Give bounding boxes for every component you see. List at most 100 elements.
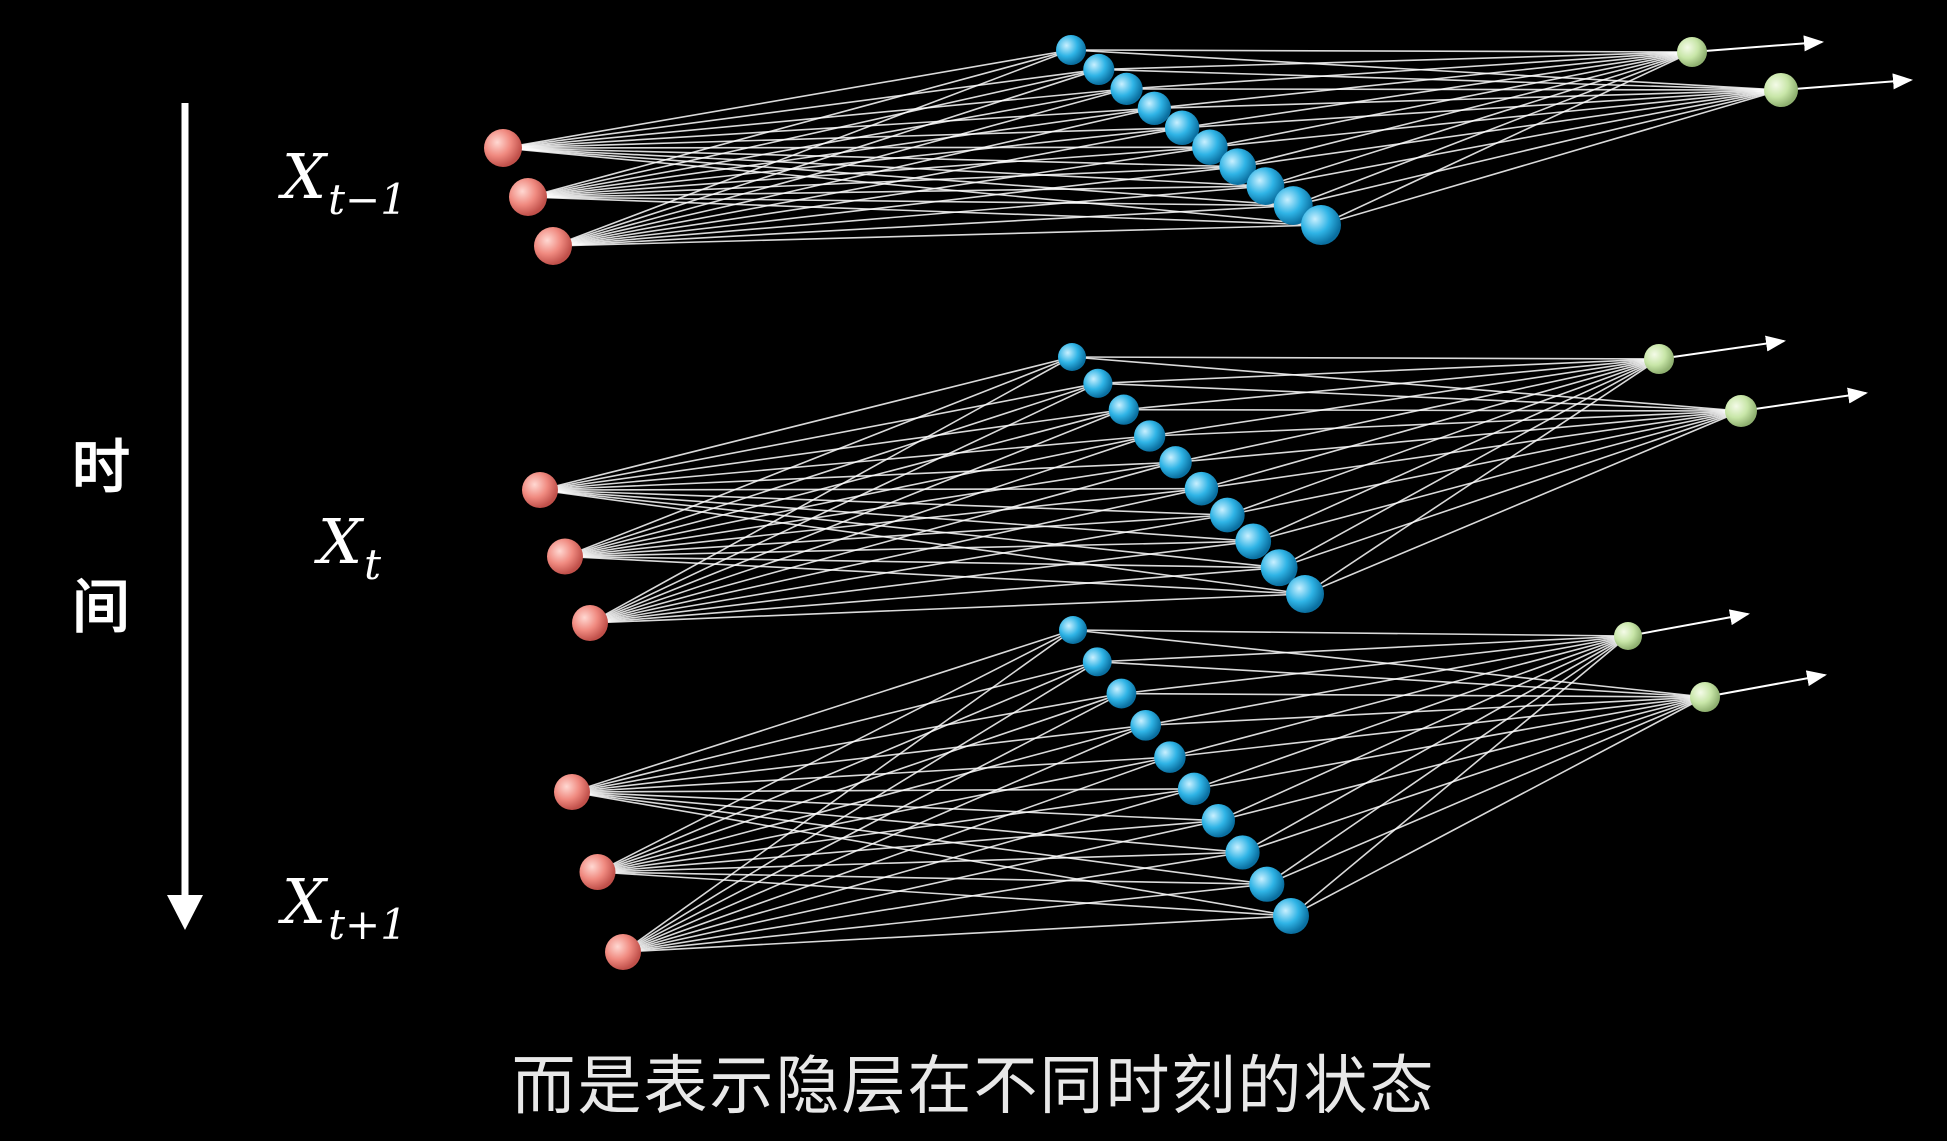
input-node bbox=[522, 472, 558, 508]
hidden-node bbox=[1177, 772, 1211, 806]
output-arrow bbox=[1627, 609, 1750, 637]
hidden-output-connection bbox=[1145, 635, 1629, 727]
hidden-output-connection bbox=[1149, 358, 1660, 437]
input-hidden-connection bbox=[539, 408, 1124, 491]
hidden-output-connection bbox=[1304, 358, 1660, 595]
input-hidden-connection bbox=[564, 356, 1073, 558]
input-node bbox=[547, 538, 583, 575]
hidden-output-connection bbox=[1182, 89, 1782, 129]
input-hidden-connection bbox=[502, 68, 1099, 149]
input-hidden-connection bbox=[622, 724, 1146, 953]
hidden-output-connection bbox=[1193, 696, 1706, 790]
hidden-node bbox=[1301, 205, 1341, 245]
hidden-output-connection bbox=[1097, 635, 1629, 663]
hidden-output-connection bbox=[1265, 89, 1782, 187]
hidden-output-connection bbox=[1126, 88, 1782, 91]
input-hidden-connection bbox=[571, 661, 1098, 793]
hidden-output-connection bbox=[1175, 410, 1742, 464]
input-hidden-connection bbox=[589, 514, 1228, 624]
input-hidden-connection bbox=[527, 49, 1072, 198]
output-node bbox=[1677, 37, 1707, 67]
input-hidden-connection bbox=[622, 756, 1171, 953]
input-hidden-connection bbox=[552, 88, 1127, 247]
hidden-output-connection bbox=[1253, 410, 1742, 543]
input-hidden-connection bbox=[571, 791, 1243, 854]
input-hidden-connection bbox=[597, 629, 1074, 873]
input-hidden-connection bbox=[597, 851, 1243, 873]
time-axis-label-char-1: 时 bbox=[72, 433, 131, 501]
input-node bbox=[605, 934, 641, 970]
input-hidden-connection bbox=[622, 629, 1074, 953]
input-hidden-connection bbox=[571, 788, 1195, 793]
input-hidden-connection bbox=[552, 107, 1155, 247]
hidden-output-connection bbox=[1290, 635, 1629, 917]
input-hidden-connection bbox=[564, 487, 1202, 558]
hidden-output-connection bbox=[1252, 358, 1660, 543]
layer-label-subscript: t−1 bbox=[328, 175, 407, 224]
input-hidden-connection bbox=[564, 514, 1228, 558]
input-hidden-connection bbox=[622, 915, 1292, 953]
input-hidden-connection bbox=[571, 791, 1292, 917]
hidden-node bbox=[1184, 471, 1219, 506]
output-node bbox=[1690, 682, 1720, 712]
hidden-node bbox=[1219, 148, 1256, 186]
input-hidden-connection bbox=[539, 461, 1176, 491]
input-hidden-connection bbox=[622, 819, 1219, 953]
input-hidden-connection bbox=[552, 204, 1294, 247]
input-hidden-connection bbox=[597, 788, 1195, 873]
hidden-node bbox=[1154, 741, 1186, 773]
hidden-node bbox=[1201, 804, 1236, 838]
hidden-output-connection bbox=[1209, 89, 1782, 149]
hidden-output-connection bbox=[1201, 358, 1660, 490]
input-hidden-connection bbox=[539, 435, 1150, 491]
hidden-output-connection bbox=[1123, 408, 1742, 412]
hidden-output-connection bbox=[1278, 358, 1660, 569]
hidden-output-connection bbox=[1123, 358, 1660, 411]
hidden-output-connection bbox=[1175, 358, 1660, 464]
hidden-output-connection bbox=[1266, 696, 1706, 885]
input-hidden-connection bbox=[589, 461, 1176, 624]
input-hidden-connection bbox=[527, 185, 1266, 198]
input-hidden-connection bbox=[527, 146, 1210, 198]
input-hidden-connection bbox=[502, 49, 1072, 149]
hidden-node bbox=[1082, 647, 1112, 677]
hidden-node bbox=[1235, 523, 1272, 560]
hidden-node bbox=[1273, 898, 1309, 934]
output-node bbox=[1644, 344, 1674, 374]
input-hidden-connection bbox=[589, 540, 1254, 624]
input-hidden-connection bbox=[539, 356, 1073, 491]
input-hidden-connection bbox=[622, 883, 1267, 953]
input-hidden-connection bbox=[564, 555, 1280, 569]
input-hidden-connection bbox=[571, 791, 1219, 822]
input-hidden-connection bbox=[552, 126, 1183, 247]
hidden-output-connection bbox=[1320, 51, 1693, 226]
network-layer-3 bbox=[554, 609, 1827, 970]
hidden-node bbox=[1210, 497, 1245, 533]
hidden-output-connection bbox=[1304, 410, 1742, 595]
input-hidden-connection bbox=[622, 661, 1098, 953]
hidden-node bbox=[1056, 35, 1086, 65]
hidden-node bbox=[1260, 549, 1298, 587]
hidden-output-connection bbox=[1097, 660, 1706, 698]
hidden-output-connection bbox=[1154, 51, 1693, 110]
input-hidden-connection bbox=[597, 819, 1219, 873]
hidden-node bbox=[1273, 186, 1313, 225]
input-hidden-connection bbox=[589, 435, 1150, 624]
input-hidden-connection bbox=[502, 126, 1183, 149]
layer-label-subscript: t bbox=[364, 540, 382, 589]
layer-label-base: X bbox=[282, 865, 327, 938]
input-hidden-connection bbox=[564, 540, 1254, 558]
input-hidden-connection bbox=[527, 68, 1099, 198]
input-hidden-connection bbox=[502, 147, 1294, 207]
input-hidden-connection bbox=[539, 489, 1280, 569]
hidden-node bbox=[1083, 368, 1113, 398]
connections bbox=[571, 609, 1827, 953]
layers-group bbox=[484, 35, 1913, 970]
layer-label-t-minus-1: Xt−1 bbox=[282, 140, 407, 224]
input-hidden-connection bbox=[622, 692, 1122, 953]
input-node bbox=[484, 129, 522, 167]
hidden-node bbox=[1137, 91, 1172, 125]
input-hidden-connection bbox=[597, 756, 1171, 873]
subtitle-caption: 而是表示隐层在不同时刻的状态 bbox=[511, 1050, 1436, 1124]
